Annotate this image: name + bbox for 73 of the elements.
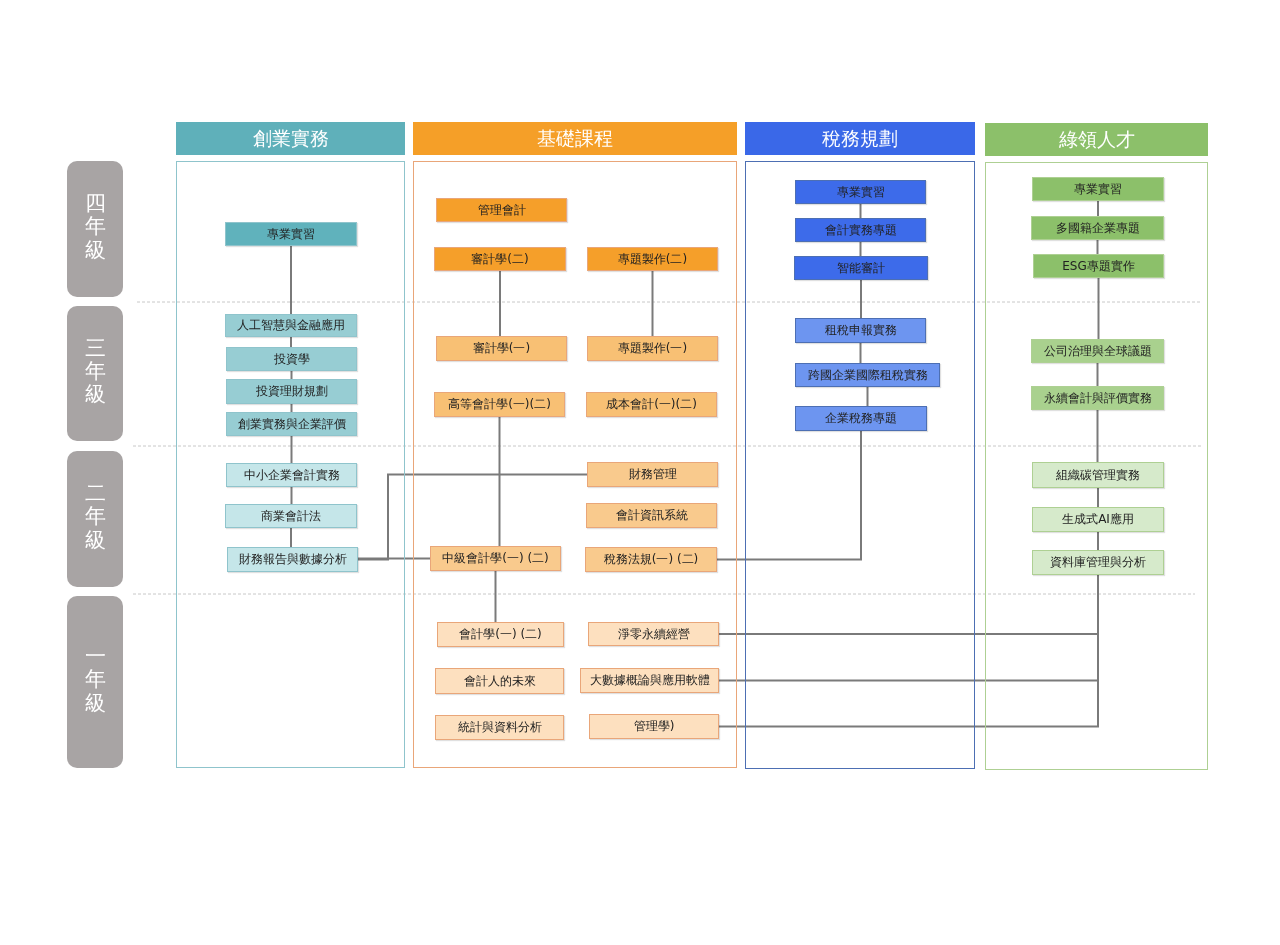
connector-line <box>290 486 293 505</box>
connector-line <box>290 527 292 548</box>
course-box: 創業實務與企業評價 <box>226 412 357 436</box>
column-header: 基礎課程 <box>413 122 737 155</box>
course-box: 專題製作(一) <box>587 336 718 361</box>
connector-line <box>1097 277 1100 340</box>
course-box: 永續會計與評價實務 <box>1031 386 1164 410</box>
course-box: 財務管理 <box>587 462 718 487</box>
course-box: 生成式AI應用 <box>1032 507 1164 532</box>
connector-line <box>859 241 862 257</box>
course-box: 人工智慧與金融應用 <box>225 314 357 337</box>
connector-line <box>859 203 862 219</box>
connector-line <box>290 403 293 413</box>
course-box: 專題製作(二) <box>587 247 718 271</box>
course-box: 會計人的未來 <box>435 668 564 694</box>
course-box: 專業實習 <box>1032 177 1164 201</box>
course-box: 商業會計法 <box>225 504 357 528</box>
connector-line <box>357 557 431 560</box>
column-header: 稅務規劃 <box>745 122 975 155</box>
course-box: 高等會計學(一)(二) <box>434 392 565 417</box>
connector-line <box>290 435 293 464</box>
course-box: 專業實習 <box>225 222 357 246</box>
course-box: 管理學) <box>589 714 719 739</box>
course-box: 投資理財規劃 <box>226 379 357 404</box>
connector-line <box>716 430 862 561</box>
course-box: 投資學 <box>226 347 357 371</box>
course-box: 智能審計 <box>794 256 928 280</box>
course-box: 企業稅務專題 <box>795 406 927 431</box>
grade-label: 三年級 <box>67 306 123 441</box>
course-box: 中小企業會計實務 <box>226 463 357 487</box>
column-header: 綠領人才 <box>985 123 1208 156</box>
course-box: 稅務法規(一) (二) <box>585 547 717 572</box>
course-box: 審計學(二) <box>434 247 566 271</box>
connector-line <box>290 370 293 380</box>
connector-line <box>866 386 869 407</box>
course-box: 專業實習 <box>795 180 926 204</box>
grade-label: 四年級 <box>67 161 123 297</box>
connector-line <box>494 570 497 623</box>
connector-line <box>651 270 654 337</box>
course-box: 跨國企業國際租稅實務 <box>795 363 940 387</box>
course-box: 多國籍企業專題 <box>1031 216 1164 240</box>
connector-line <box>1097 200 1099 217</box>
course-box: 大數據概論與應用軟體 <box>580 668 719 693</box>
course-box: 資料庫管理與分析 <box>1032 550 1164 575</box>
connector-line <box>290 245 292 315</box>
column-header: 創業實務 <box>176 122 405 155</box>
grade-label: 一年級 <box>67 596 123 768</box>
connector-line <box>1097 531 1099 551</box>
connector-line <box>859 342 862 364</box>
course-box: 中級會計學(一) (二) <box>430 546 561 571</box>
course-box: 會計資訊系統 <box>586 503 717 528</box>
course-box: 審計學(一) <box>436 336 567 361</box>
course-box: 成本會計(一)(二) <box>586 392 717 417</box>
course-box: 公司治理與全球議題 <box>1031 339 1164 363</box>
connector-line <box>357 473 588 561</box>
connector-line <box>860 279 862 319</box>
course-box: 財務報告與數據分析 <box>227 547 358 572</box>
connector-line <box>499 270 501 337</box>
course-box: 管理會計 <box>436 198 567 222</box>
course-box: 會計學(一) (二) <box>437 622 564 647</box>
connector-line <box>1096 362 1099 387</box>
course-box: 租稅申報實務 <box>795 318 926 343</box>
connector-line <box>1096 239 1099 255</box>
grade-label: 二年級 <box>67 451 123 587</box>
course-box: 會計實務專題 <box>795 218 926 242</box>
course-box: ESG專題實作 <box>1033 254 1164 278</box>
course-box: 統計與資料分析 <box>435 715 564 740</box>
connector-line <box>290 336 292 348</box>
connector-line <box>1096 409 1099 463</box>
connector-line <box>1097 487 1099 508</box>
course-box: 淨零永續經營 <box>588 622 719 646</box>
connector-line <box>498 416 501 547</box>
course-box: 組織碳管理實務 <box>1032 462 1164 488</box>
